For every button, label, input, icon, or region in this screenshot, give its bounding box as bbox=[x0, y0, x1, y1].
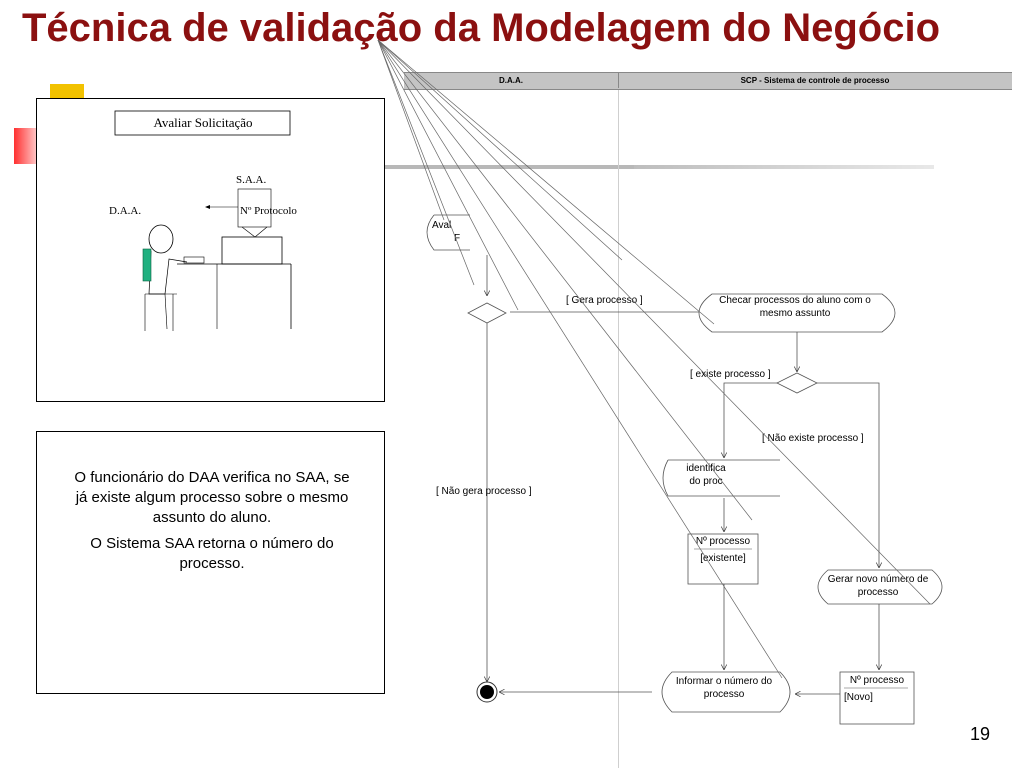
object-processo-existente-name: Nº processo bbox=[695, 536, 751, 547]
activity-avaliar-label: Aval F bbox=[432, 219, 472, 245]
lane-title-scp: SCP - Sistema de controle de processo bbox=[740, 76, 890, 85]
description-panel: O funcionário do DAA verifica no SAA, se… bbox=[36, 431, 385, 694]
activity-checar-label: Checar processos do aluno com o mesmo as… bbox=[719, 295, 871, 319]
activity-informar-label: Informar o número do processo bbox=[675, 676, 773, 700]
flow-line bbox=[817, 382, 879, 568]
actor-label: D.A.A. bbox=[109, 205, 142, 217]
identifica-label-line1: identifica bbox=[686, 463, 726, 474]
description-paragraph-2: O Sistema SAA retorna o número do proces… bbox=[90, 535, 334, 572]
guard-nao-existe-processo: [ Não existe processo ] bbox=[762, 433, 864, 444]
identifica-label-line2: do proc bbox=[689, 476, 723, 487]
activity-identifica-label: identifica do proc bbox=[674, 462, 738, 488]
object-processo-novo-name: Nº processo bbox=[849, 675, 905, 686]
final-node bbox=[480, 685, 494, 699]
lane-title-daa: D.A.A. bbox=[499, 76, 523, 85]
activity-informar bbox=[661, 671, 791, 713]
slide-title: Técnica de validação da Modelagem do Neg… bbox=[22, 6, 941, 50]
swimlane-header-divider bbox=[618, 72, 619, 88]
swimlane-header: D.A.A. SCP - Sistema de controle de proc… bbox=[404, 72, 1012, 90]
object-processo-novo bbox=[839, 671, 915, 725]
object-processo-novo-state: [Novo] bbox=[844, 692, 873, 703]
activity-gerar-novo-label: Gerar novo número de processo bbox=[827, 574, 929, 598]
flow-line bbox=[724, 382, 777, 458]
page-number: 19 bbox=[969, 724, 990, 744]
illustration-drawing bbox=[114, 110, 292, 331]
description-paragraph-1: O funcionário do DAA verifica no SAA, se… bbox=[74, 469, 350, 526]
decorative-yellow-mark bbox=[50, 84, 84, 98]
system-label: S.A.A. bbox=[236, 174, 267, 186]
screen-label: Nº Protocolo bbox=[240, 205, 297, 217]
avaliar-label-line1: Aval bbox=[432, 220, 452, 231]
guard-existe-processo: [ existe processo ] bbox=[690, 369, 771, 380]
avaliar-label-line2: F bbox=[454, 233, 461, 244]
illustration-panel: Avaliar Solicitação S.A.A. D.A.A. Nº Pro… bbox=[36, 98, 385, 402]
activity-box-label: Avaliar Solicitação bbox=[153, 115, 253, 130]
guard-gera-processo: [ Gera processo ] bbox=[566, 295, 643, 306]
decision-existe-processo bbox=[776, 372, 818, 394]
object-processo-existente-state: [existente] bbox=[700, 553, 746, 564]
decision-gera-processo bbox=[467, 302, 507, 324]
guard-nao-gera-processo: [ Não gera processo ] bbox=[436, 486, 532, 497]
